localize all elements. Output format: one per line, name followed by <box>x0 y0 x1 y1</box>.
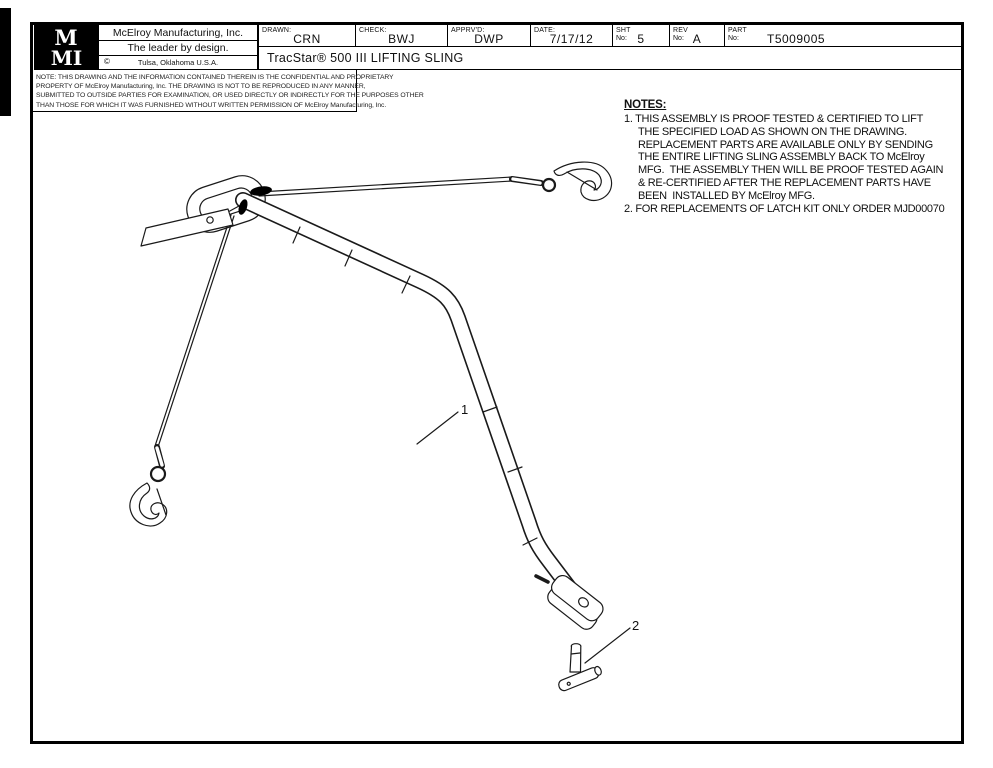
note-line: 1. THIS ASSEMBLY IS PROOF TESTED & CERTI… <box>624 113 924 125</box>
field-check-value: BWJ <box>388 32 415 46</box>
field-part-label2: No: <box>728 35 739 42</box>
note-line: 2. FOR REPLACEMENTS OF LATCH KIT ONLY OR… <box>624 202 945 215</box>
field-apprvd-value: DWP <box>474 32 504 46</box>
hook-lower-left <box>129 465 168 527</box>
field-sht-label2: No: <box>616 35 627 42</box>
company-box: McElroy Manufacturing, Inc. The leader b… <box>99 25 258 70</box>
notes-block: NOTES: 1. THIS ASSEMBLY IS PROOF TESTED … <box>624 99 969 215</box>
swage-fittings <box>238 186 272 215</box>
note-line: THE ENTIRE LIFTING SLING ASSEMBLY BACK T… <box>638 151 925 164</box>
drawing-title: TracStar® 500 III LIFTING SLING <box>258 47 961 70</box>
field-rev-label1: REV <box>673 27 688 34</box>
field-part-value: T5009005 <box>767 32 826 46</box>
note-line: MFG. THE ASSEMBLY THEN WILL BE PROOF TES… <box>638 164 944 177</box>
notes-heading: NOTES: <box>624 99 667 111</box>
field-date-label: DATE: <box>534 27 556 34</box>
cable-lower-left <box>154 214 235 469</box>
company-name: McElroy Manufacturing, Inc. <box>99 25 257 41</box>
note-line: BEEN INSTALLED BY McElroy MFG. <box>638 189 815 202</box>
note-line: & RE-CERTIFIED AFTER THE REPLACEMENT PAR… <box>638 176 931 189</box>
field-part-label1: PART <box>728 27 747 34</box>
callout-1-label: 1 <box>461 402 468 417</box>
cable-upper-right <box>258 176 544 197</box>
company-location-row: © Tulsa, Oklahoma U.S.A. <box>99 56 257 69</box>
field-sht-value: 5 <box>637 32 645 46</box>
logo-letter-m: M <box>54 25 79 50</box>
field-sht-label1: SHT <box>616 27 631 34</box>
clevis-end <box>547 574 604 630</box>
field-check-label: CHECK: <box>359 27 387 34</box>
field-date: DATE: 7/17/12 <box>530 25 612 47</box>
field-check: CHECK: BWJ <box>355 25 447 47</box>
company-location: Tulsa, Oklahoma U.S.A. <box>137 58 219 67</box>
mcelroy-logo: M MI <box>34 25 99 70</box>
copyright-icon: © <box>104 57 110 66</box>
latch-kit-part <box>558 643 602 692</box>
field-drawn-label: DRAWN: <box>262 27 292 34</box>
field-drawn: DRAWN: CRN <box>258 25 355 47</box>
callout-2-label: 2 <box>632 618 639 633</box>
field-rev-label2: No: <box>673 35 684 42</box>
field-apprvd: APPRV'D: DWP <box>447 25 530 47</box>
field-rev-number: REV No: A <box>669 25 724 47</box>
field-apprvd-label: APPRV'D: <box>451 27 485 34</box>
callout-2: 2 <box>584 618 639 664</box>
callout-1: 1 <box>416 402 468 445</box>
field-date-value: 7/17/12 <box>549 32 594 46</box>
sheet-border <box>30 22 964 744</box>
lifting-tube <box>235 192 582 602</box>
note-line: THE SPECIFIED LOAD AS SHOWN ON THE DRAWI… <box>638 125 907 138</box>
disclaimer-line: PROPERTY OF McElroy Manufacturing, Inc. … <box>36 83 366 91</box>
company-tagline: The leader by design. <box>99 41 257 56</box>
field-rev-value: A <box>692 32 702 46</box>
logo-letters-mi: MI <box>50 46 83 70</box>
note-line: REPLACEMENT PARTS ARE AVAILABLE ONLY BY … <box>638 138 933 151</box>
field-drawn-value: CRN <box>293 32 321 46</box>
field-part-number: PART No: T5009005 <box>724 25 961 47</box>
scan-edge-bar <box>0 8 11 116</box>
tag-plate <box>140 205 240 247</box>
hook-upper-right <box>541 161 613 202</box>
field-sheet-number: SHT No: 5 <box>612 25 669 47</box>
